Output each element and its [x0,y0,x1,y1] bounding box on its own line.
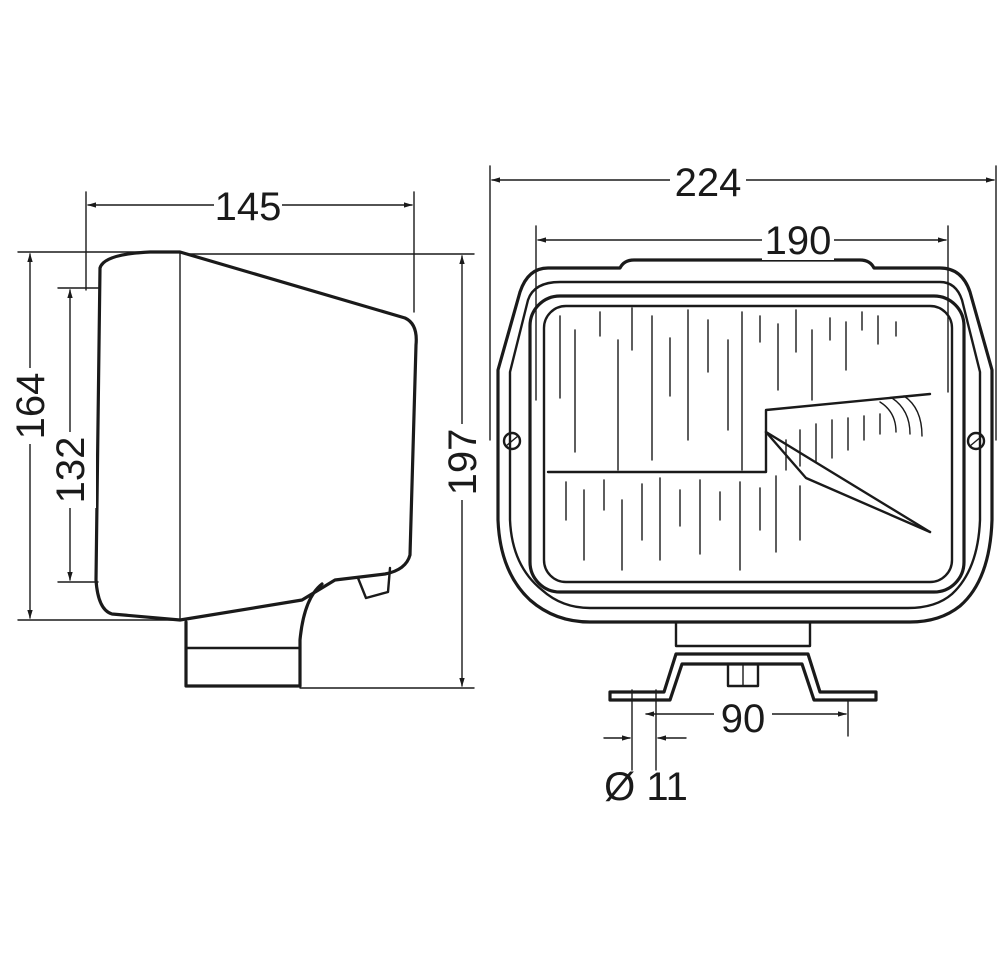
dim-197-label: 197 [441,429,485,496]
screw-icon-right [966,431,986,451]
screw-icon-left [502,431,522,451]
lens-arc-rings [879,395,923,437]
dim-90-label: 90 [721,697,766,741]
side-clip [356,566,392,600]
front-lens-inner [542,304,954,584]
side-mount-stem [184,582,324,688]
dim-145-label: 145 [215,185,282,229]
front-view: 224 190 90 Ø 11 [489,154,997,809]
dim-164-label: 164 [9,373,53,440]
dim-hole-diameter-label: Ø 11 [604,765,688,809]
lens-optics-pattern [546,307,932,571]
side-housing-outline [94,250,418,622]
front-frame-inner [508,280,982,610]
bracket-plate [608,652,878,702]
mounting-bracket [608,620,878,702]
dim-224-label: 224 [675,161,742,205]
front-lens-outer [528,294,966,594]
dim-132-label: 132 [49,437,93,504]
front-outer-frame [496,258,994,624]
dim-190-label: 190 [765,219,832,263]
bracket-neck [674,620,812,648]
side-view: 145 164 132 197 [4,180,488,689]
